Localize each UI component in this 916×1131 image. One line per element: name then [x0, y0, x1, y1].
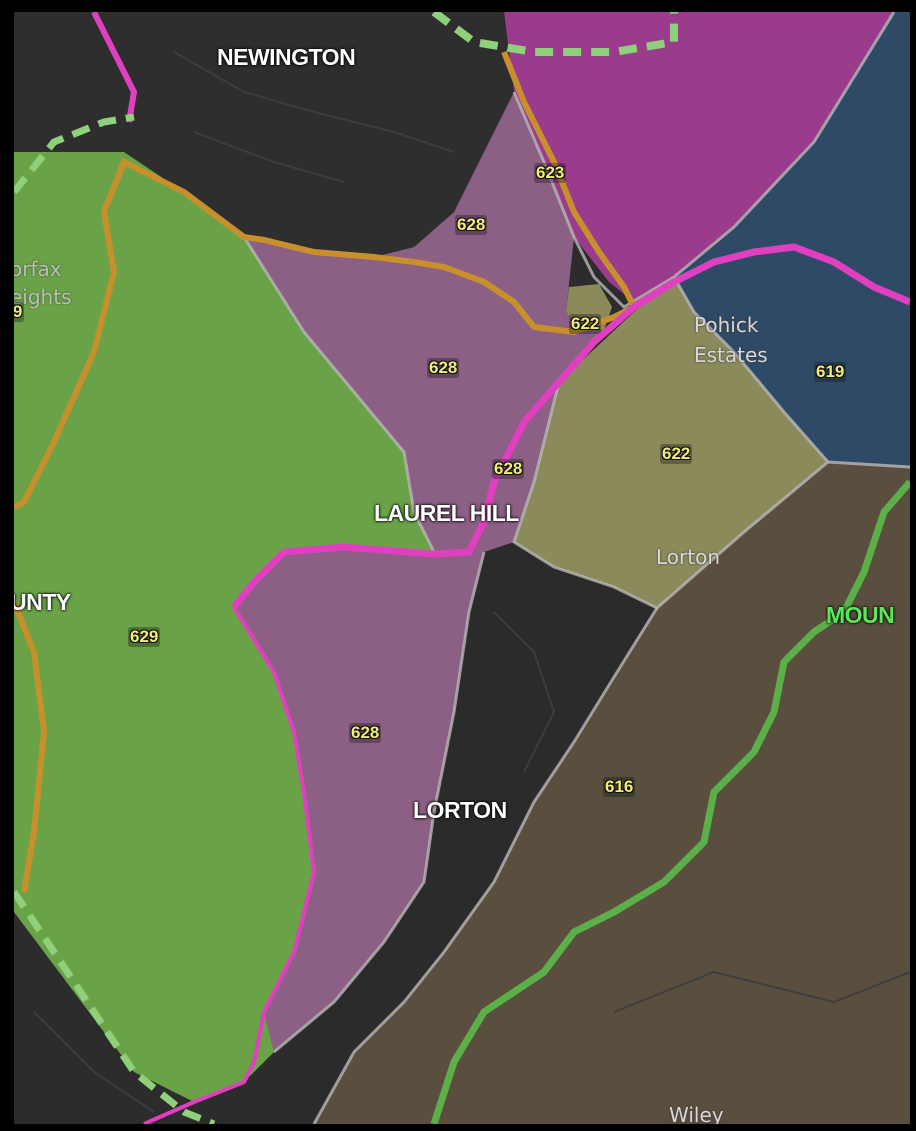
zone-code-616[interactable]: 616: [603, 777, 636, 797]
boundary-gray-6: [273, 551, 486, 1054]
boundary-gray-5: [312, 607, 659, 1124]
place-county-partial: UNTY: [14, 589, 71, 615]
lorton-corridor: [244, 542, 657, 1124]
zone-code-628-mid[interactable]: 628: [427, 358, 460, 378]
boundary-gray-3: [512, 276, 831, 610]
zone-code-623[interactable]: 623: [534, 163, 567, 183]
zone-code-628-south[interactable]: 628: [349, 723, 382, 743]
boundary-magenta-north: [91, 12, 138, 123]
boundary-green-dashed-west: [14, 890, 216, 1124]
newington-area: [14, 12, 514, 257]
place-lorton: LORTON: [413, 797, 507, 823]
zone-code-628-boundary[interactable]: 628: [492, 459, 525, 479]
zone-code-622-east[interactable]: 622: [660, 444, 693, 464]
zone-code-628-north[interactable]: 628: [455, 215, 488, 235]
zone-code-622-small[interactable]: 622: [569, 314, 602, 334]
boundary-magenta: [231, 243, 910, 610]
boundary-green-dashed-north: [431, 12, 678, 56]
place-mount-partial: MOUN: [826, 602, 895, 628]
zone-616-region[interactable]: [314, 462, 910, 1124]
road-network: [33, 51, 910, 1113]
zone-622-east-region[interactable]: [514, 277, 828, 608]
boundary-orange: [14, 50, 639, 510]
locality-fairfax-heights-2: eights: [14, 285, 72, 309]
boundary-orange-west: [14, 600, 48, 893]
locality-fairfax-heights-1: orfax: [14, 257, 62, 281]
locality-pohick-1: Pohick: [694, 313, 759, 337]
zone-619-region[interactable]: [674, 12, 910, 467]
zone-629-region[interactable]: [14, 152, 434, 1102]
boundary-gray-1: [512, 12, 896, 309]
place-laurel-hill: LAUREL HILL: [374, 500, 519, 526]
boundary-green-dashed-nw: [14, 113, 135, 195]
zone-code-619[interactable]: 619: [814, 362, 847, 382]
locality-pohick-2: Estates: [694, 343, 768, 367]
map-regions-svg: [14, 12, 910, 1124]
zone-628-south-region[interactable]: [234, 547, 484, 1052]
locality-wiley: Wiley: [669, 1103, 724, 1124]
boundary-gray-2: [242, 236, 436, 553]
green-river-line: [430, 479, 910, 1124]
zone-623-region[interactable]: [504, 12, 910, 302]
boundary-gray-4: [827, 460, 910, 469]
place-newington: NEWINGTON: [217, 44, 356, 70]
zone-code-629[interactable]: 629: [128, 627, 161, 647]
locality-lorton: Lorton: [656, 545, 721, 569]
map-canvas[interactable]: NEWINGTON LAUREL HILL LORTON UNTY MOUN o…: [14, 12, 910, 1124]
zone-code-629-partial[interactable]: 629: [14, 302, 25, 322]
boundary-magenta-south: [143, 605, 317, 1124]
